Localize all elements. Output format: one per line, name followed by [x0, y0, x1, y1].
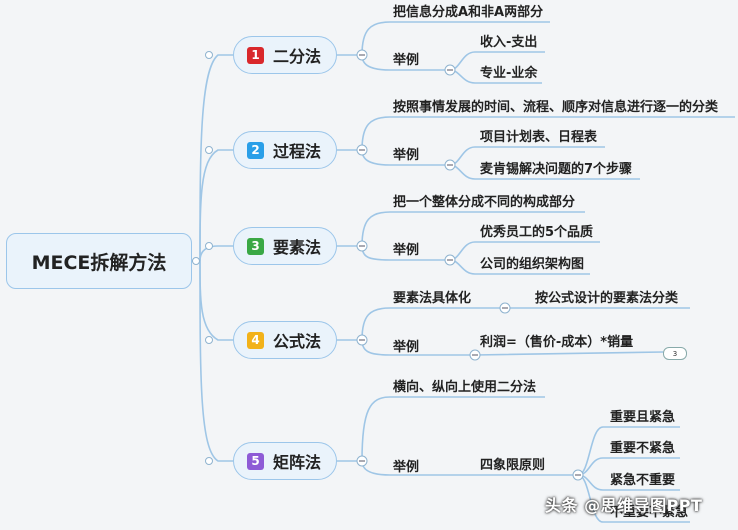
leaf-node[interactable]: 公司的组织架构图 — [480, 257, 585, 272]
watermark: 头条 @思维导图PPT — [545, 496, 703, 515]
branch-node-2[interactable]: 2 过程法 — [233, 131, 337, 169]
leaf-node[interactable]: 按公式设计的要素法分类 — [535, 291, 679, 306]
branch-label-2: 过程法 — [273, 142, 322, 161]
leaf-node[interactable]: 重要且紧急 — [610, 410, 676, 425]
leaf-node[interactable]: 四象限原则 — [480, 458, 546, 473]
branch-label-1: 二分法 — [273, 47, 322, 66]
leaf-node[interactable]: 举例 — [393, 460, 420, 475]
leaf-node[interactable]: 举例 — [393, 340, 420, 355]
leaf-node[interactable]: 紧急不重要 — [610, 473, 676, 488]
branch-label-3: 要素法 — [273, 238, 322, 257]
leaf-node[interactable]: 项目计划表、日程表 — [480, 130, 598, 145]
branch-node-5[interactable]: 5 矩阵法 — [233, 442, 337, 480]
leaf-node[interactable]: 麦肯锡解决问题的7个步骤 — [480, 162, 633, 177]
branch-label-4: 公式法 — [273, 332, 322, 351]
leaf-node[interactable]: 利润=（售价-成本）*销量 — [480, 335, 634, 350]
leaf-node[interactable]: 把一个整体分成不同的构成部分 — [393, 195, 576, 210]
branch-node-4[interactable]: 4 公式法 — [233, 321, 337, 359]
number-badge-2: 2 — [247, 141, 264, 159]
branch-label-5: 矩阵法 — [273, 453, 322, 472]
root-label: MECE拆解方法 — [31, 251, 167, 274]
branch-node-3[interactable]: 3 要素法 — [233, 227, 337, 265]
leaf-node[interactable]: 举例 — [393, 148, 420, 163]
number-badge-5: 5 — [247, 452, 264, 470]
leaf-node[interactable]: 把信息分成A和非A两部分 — [393, 5, 544, 20]
leaf-node[interactable]: 重要不紧急 — [610, 441, 676, 456]
leaf-node[interactable]: 收入-支出 — [480, 35, 538, 50]
leaf-node[interactable]: 举例 — [393, 53, 420, 68]
leaf-node[interactable]: 举例 — [393, 243, 420, 258]
number-badge-4: 4 — [247, 331, 264, 349]
collapsed-count-badge[interactable]: 3 — [663, 347, 687, 360]
leaf-node[interactable]: 按照事情发展的时间、流程、顺序对信息进行逐一的分类 — [393, 100, 719, 115]
leaf-node[interactable]: 要素法具体化 — [393, 291, 472, 306]
leaf-node[interactable]: 不重要不紧急 — [610, 505, 689, 520]
leaf-node[interactable]: 优秀员工的5个品质 — [480, 225, 594, 240]
number-badge-1: 1 — [247, 46, 264, 64]
root-node[interactable]: MECE拆解方法 — [6, 233, 192, 289]
leaf-node[interactable]: 横向、纵向上使用二分法 — [393, 380, 537, 395]
number-badge-3: 3 — [247, 237, 264, 255]
branch-node-1[interactable]: 1 二分法 — [233, 36, 337, 74]
leaf-node[interactable]: 专业-业余 — [480, 66, 538, 81]
